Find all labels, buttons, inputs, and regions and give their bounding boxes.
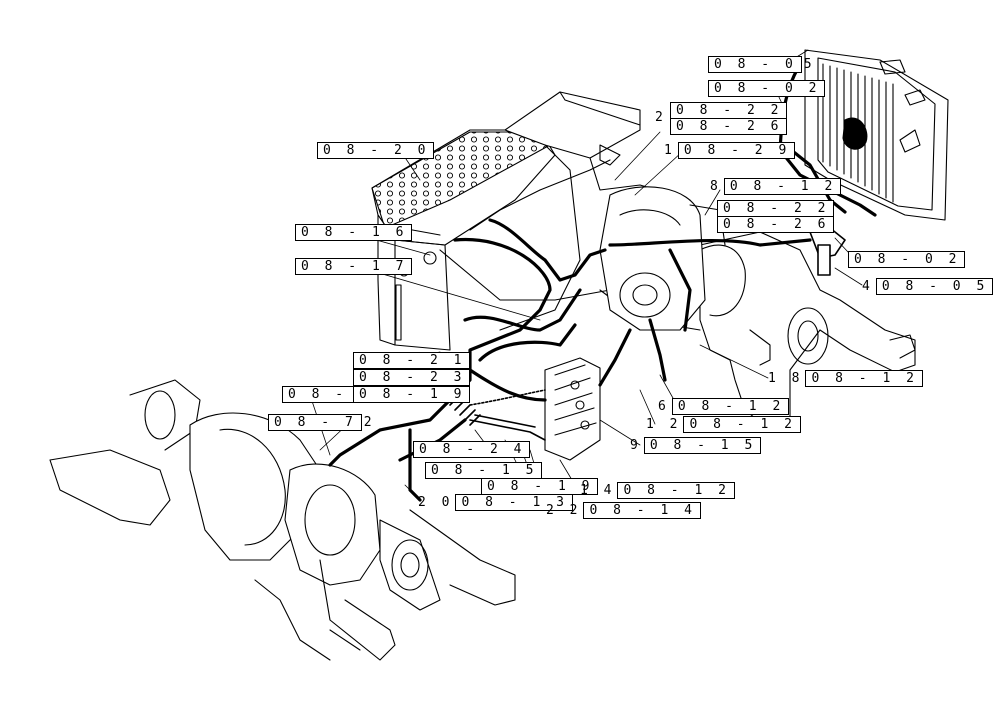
rear-axle [49,379,516,661]
control-valve [544,357,601,461]
ref-08-23[interactable]: 0 8 - 2 3 [353,369,471,386]
ref-08-20[interactable]: 0 8 - 2 0 [317,142,435,159]
ref-08-22-a[interactable]: 0 8 - 2 2 [670,102,788,119]
ref-08-15-b[interactable]: 0 8 - 1 5 [425,462,543,479]
ref-08-24[interactable]: 0 8 - 2 4 [413,441,531,458]
ref-08-17[interactable]: 0 8 - 1 7 [295,258,413,275]
ref-08-26-a[interactable]: 0 8 - 2 6 [670,118,788,135]
hose-outlines [449,227,846,441]
ref-08-02-right[interactable]: 0 8 - 0 2 [848,251,966,268]
callout-2: 2 [655,110,666,125]
left-tank [371,129,556,351]
transmission [599,186,726,331]
ref-08-02-top[interactable]: 0 8 - 0 2 [708,80,826,97]
ref-08-26-b[interactable]: 0 8 - 2 6 [717,216,835,233]
ref-08-22-b[interactable]: 0 8 - 2 2 [717,200,835,217]
ref-08-21[interactable]: 0 8 - 2 1 [353,352,471,369]
ref-08-19-a[interactable]: 0 8 - 1 9 [353,386,471,403]
front-axle [699,231,916,431]
ref-08-16[interactable]: 0 8 - 1 6 [295,224,413,241]
radiator [804,49,949,221]
